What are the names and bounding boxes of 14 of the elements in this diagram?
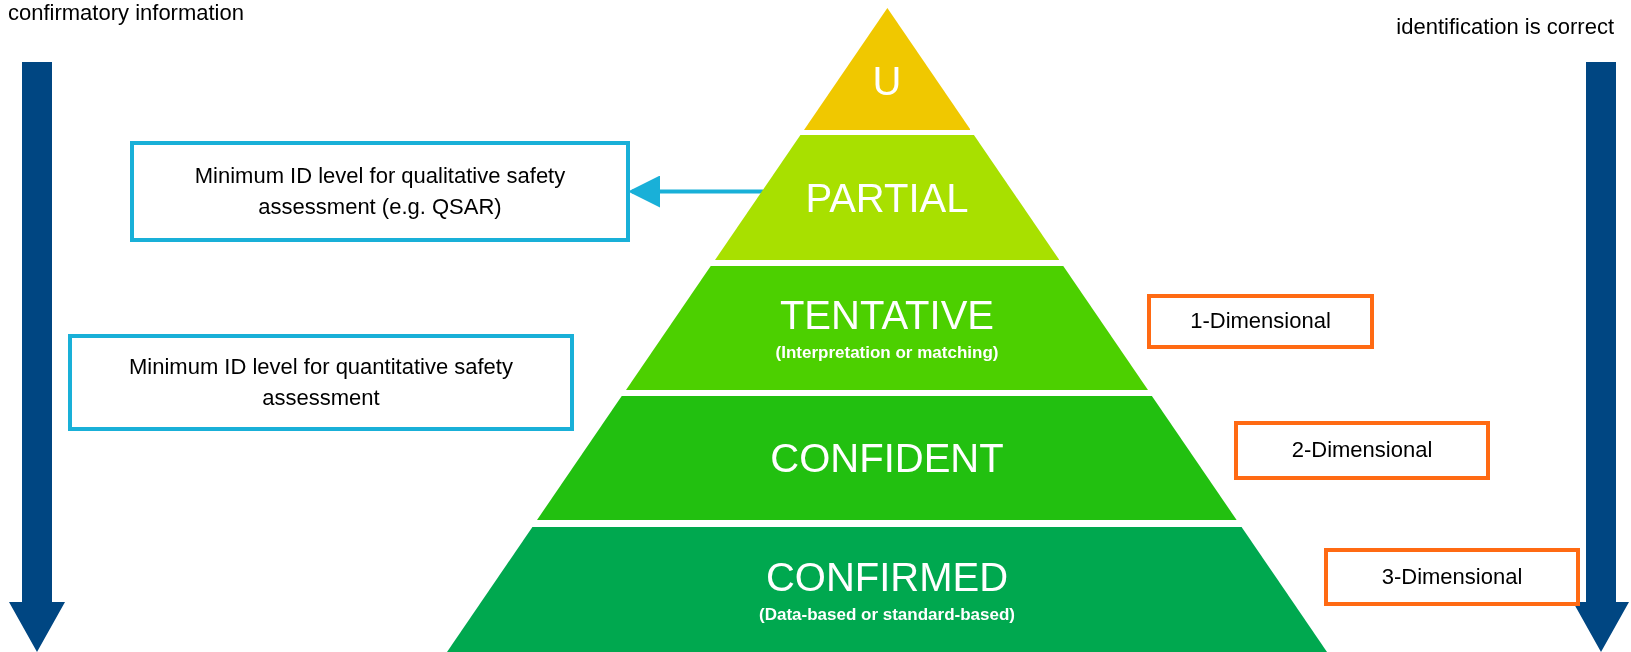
level-title: PARTIAL [805, 174, 969, 222]
level-title: U [872, 58, 902, 105]
level-title: CONFIDENT [770, 435, 1004, 482]
level-subtitle: (Interpretation or matching) [775, 342, 999, 365]
level-title: TENTATIVE [779, 292, 995, 340]
level-title: CONFIRMED [765, 553, 1009, 601]
axis-caption: confirmatory information [8, 0, 244, 27]
level-subtitle: (Data-based or standard-based) [759, 603, 1015, 626]
note-box: Minimum ID level for qualitative safety assessment (e.g. QSAR) [130, 141, 630, 242]
note-box: Minimum ID level for quantitative safety assessment [68, 334, 574, 431]
note-box: 1-Dimensional [1147, 294, 1374, 349]
axis-caption: identification is correct [1396, 13, 1614, 41]
note-box: 3-Dimensional [1324, 548, 1580, 606]
note-box: 2-Dimensional [1234, 421, 1490, 480]
